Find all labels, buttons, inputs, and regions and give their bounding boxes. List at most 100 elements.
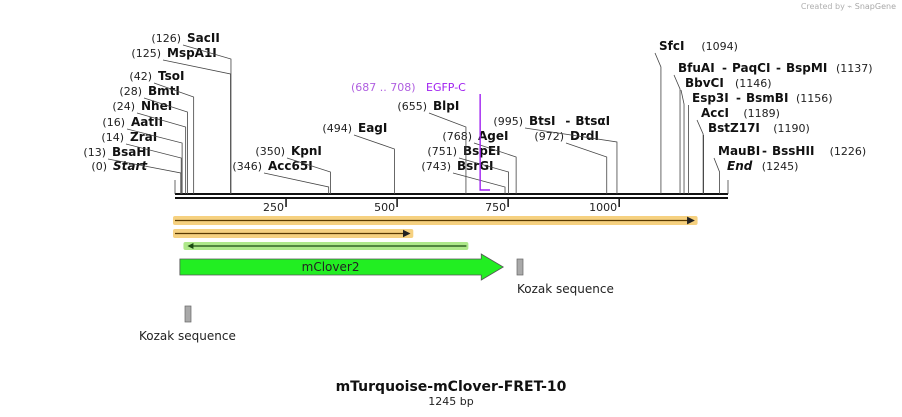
site-bspei[interactable]: (751) BspEI: [427, 144, 509, 194]
site-separator: -: [776, 61, 781, 75]
site-leader-line: [680, 89, 685, 194]
site-name-2: BtsαI: [575, 114, 610, 128]
site-bstz17i[interactable]: BstZ17I (1190): [703, 121, 810, 194]
site-leader-line: [143, 97, 188, 194]
site-name: Acc65I: [268, 159, 313, 173]
site-name: MauBI: [718, 144, 760, 158]
site-aatii[interactable]: (16)AatII: [102, 115, 183, 194]
site-tsoi[interactable]: (42)TsoI: [129, 69, 195, 194]
site-zrai[interactable]: (14)ZraI: [101, 130, 182, 194]
site-position: (494): [322, 122, 352, 135]
site-name: BspEI: [463, 144, 501, 158]
site-bmti[interactable]: (28)BmtI: [119, 84, 188, 194]
site-leader-line: [162, 59, 231, 194]
site-kpni[interactable]: (350)KpnI: [255, 144, 331, 194]
site-leader-line: [452, 172, 506, 194]
site-separator: -: [565, 114, 570, 128]
site-leader-line: [696, 119, 704, 194]
mclover2-label: mClover2: [302, 260, 360, 274]
site-position: (13): [83, 146, 106, 159]
ruler-tick-label: 750: [485, 201, 506, 214]
site-esp3i[interactable]: Esp3I-BsmBI (1156): [688, 91, 833, 194]
site-nhei[interactable]: (24) NheI: [112, 99, 187, 194]
site-bsrgi[interactable]: (743)BsrGI: [421, 159, 506, 194]
site-name: EagI: [358, 121, 387, 135]
site-eagi[interactable]: (494) EagI: [322, 121, 395, 194]
site-position: (1189): [743, 107, 780, 120]
site-name: BstZ17I: [708, 121, 760, 135]
site-position: (655): [397, 100, 427, 113]
site-position: (1156): [796, 92, 833, 105]
site-position: (995): [493, 115, 523, 128]
feature-kozak-left[interactable]: Kozak sequence: [139, 305, 236, 343]
site-btsi[interactable]: (995) BtsI-BtsαI: [493, 114, 618, 194]
site-position: (1226): [830, 145, 867, 158]
snapgene-logo-icon: ⌁: [847, 2, 853, 11]
site-separator: -: [722, 61, 727, 75]
site-end[interactable]: End(1245): [727, 159, 798, 173]
site-agei[interactable]: (768)AgeI: [442, 129, 517, 194]
site-leader-line: [428, 112, 467, 194]
site-name-2: PaqCI: [732, 61, 770, 75]
primer-range: (687 .. 708): [351, 81, 416, 94]
site-acc65i[interactable]: (346)Acc65I: [232, 159, 330, 194]
site-name: AgeI: [478, 129, 508, 143]
site-name-2: BsmBI: [746, 91, 788, 105]
ruler: 250 500 750 1000: [263, 199, 620, 214]
site-blpi[interactable]: (655)BlpI: [397, 99, 467, 194]
site-bsahi[interactable]: (13) BsaHI: [83, 145, 182, 194]
snapgene-watermark: Created by ⌁ SnapGene: [801, 2, 896, 11]
site-leader-line: [126, 128, 183, 194]
ruler-tick-label: 250: [263, 201, 284, 214]
primer-egfp-c[interactable]: (687 .. 708) EGFP-C: [351, 81, 490, 191]
site-position: (0): [91, 160, 107, 173]
site-leader-line: [182, 44, 232, 194]
site-position: (1146): [735, 77, 772, 90]
site-name: BfuAI: [678, 61, 715, 75]
site-sacii[interactable]: (126)SacII: [151, 31, 232, 194]
site-position: (1137): [836, 62, 873, 75]
site-leader-line: [473, 142, 517, 194]
ruler-tick-label: 1000: [589, 201, 617, 214]
site-leader-line: [673, 74, 681, 194]
site-position: (24): [112, 100, 135, 113]
site-name: DrdI: [570, 129, 599, 143]
primer-name: EGFP-C: [426, 81, 466, 94]
site-leader-line: [565, 142, 608, 194]
site-leader-line: [286, 157, 331, 194]
site-bbvci[interactable]: BbvCI(1146): [680, 76, 772, 194]
site-position: (972): [534, 130, 564, 143]
site-leader-line: [125, 143, 182, 194]
site-sfci[interactable]: SfcI(1094): [654, 39, 738, 194]
site-maubi[interactable]: MauBI-BssHII(1226): [713, 144, 867, 194]
site-position: (1245): [762, 160, 799, 173]
ruler-tick-label: 500: [374, 201, 395, 214]
site-name: Esp3I: [692, 91, 729, 105]
site-acci[interactable]: AccI(1189): [696, 106, 780, 194]
site-name: ZraI: [130, 130, 157, 144]
kozak-left-label: Kozak sequence: [139, 329, 236, 343]
site-leader-line: [524, 127, 618, 194]
site-name-2: BssHII: [772, 144, 814, 158]
feature-kozak-right[interactable]: Kozak sequence: [516, 258, 614, 296]
site-leader-line: [713, 157, 720, 194]
site-name: NheI: [141, 99, 172, 113]
feature-mclover2[interactable]: mClover2: [179, 253, 505, 281]
site-mspa1i[interactable]: (125)MspA1I: [131, 46, 231, 194]
site-name: BmtI: [148, 84, 180, 98]
tracks: [173, 216, 698, 250]
site-position: (1190): [773, 122, 810, 135]
site-bfuai[interactable]: BfuAI-PaqCI-BspMI(1137): [673, 61, 873, 194]
site-drdi[interactable]: (972) DrdI: [534, 129, 608, 194]
site-position: (751): [427, 145, 457, 158]
site-separator: -: [736, 91, 741, 105]
restriction-sites: (0)Start(13) BsaHI(14)ZraI(16)AatII (24) Nh…: [83, 31, 873, 194]
kozak-right-label: Kozak sequence: [517, 282, 614, 296]
site-name: BsaHI: [112, 145, 151, 159]
site-name: BtsI: [529, 114, 556, 128]
site-position: (1094): [701, 40, 738, 53]
site-leader-line: [458, 157, 509, 194]
plasmid-name: mTurquoise-mClover-FRET-10: [336, 379, 567, 395]
site-start[interactable]: (0)Start: [91, 159, 148, 173]
